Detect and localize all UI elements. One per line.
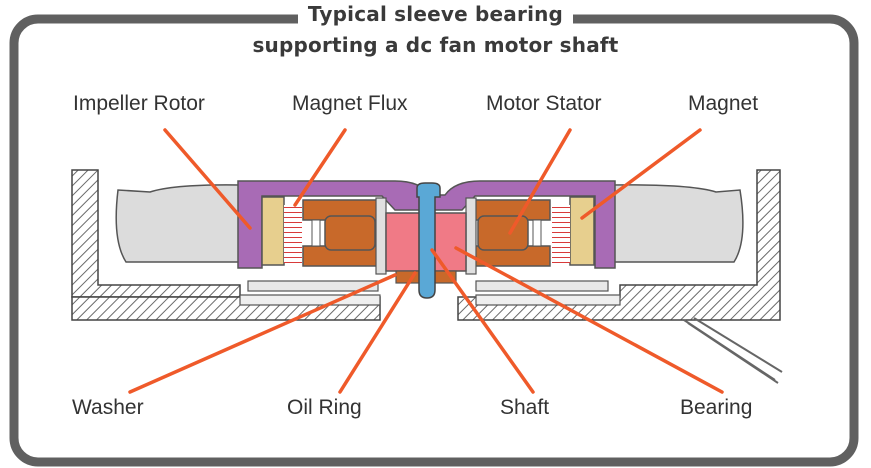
diagram-title-line1: Typical sleeve bearing <box>0 2 871 26</box>
impeller-blade-right <box>611 184 744 263</box>
diagram-title-line2: supporting a dc fan motor shaft <box>252 33 619 57</box>
label-shaft: Shaft <box>500 396 550 419</box>
flux-right <box>552 205 570 263</box>
leader-motor-stator <box>508 128 572 235</box>
power-cable <box>683 317 783 384</box>
magnet-right <box>569 196 595 266</box>
leader-shaft <box>430 248 535 394</box>
label-magnet: Magnet <box>688 92 759 115</box>
base-plate-right <box>475 294 621 306</box>
label-oil-ring: Oil Ring <box>287 396 362 419</box>
leader-washer <box>128 273 397 394</box>
label-magnet-flux: Magnet Flux <box>292 92 408 115</box>
washer-left <box>247 280 379 292</box>
leader-lines <box>128 128 724 394</box>
base-plate-left <box>239 294 381 306</box>
leader-magnet-flux <box>293 128 347 207</box>
magnet-left <box>261 196 285 266</box>
leader-impeller-rotor <box>163 128 252 230</box>
label-bearing: Bearing <box>680 396 753 419</box>
label-impeller-rotor: Impeller Rotor <box>73 92 205 115</box>
label-washer: Washer <box>72 396 144 419</box>
bearing-housing-right <box>465 197 477 275</box>
leader-bearing <box>454 246 724 394</box>
label-motor-stator: Motor Stator <box>486 92 602 115</box>
motor-stator-left <box>302 199 379 267</box>
washer-right <box>475 280 609 292</box>
leader-oil-ring <box>338 271 417 394</box>
leader-magnet <box>580 128 702 220</box>
bearing-housing-left <box>375 197 387 275</box>
impeller-blade-left <box>115 184 241 263</box>
motor-shaft <box>416 182 441 299</box>
flux-left <box>284 205 302 263</box>
motor-stator-right <box>474 199 551 267</box>
